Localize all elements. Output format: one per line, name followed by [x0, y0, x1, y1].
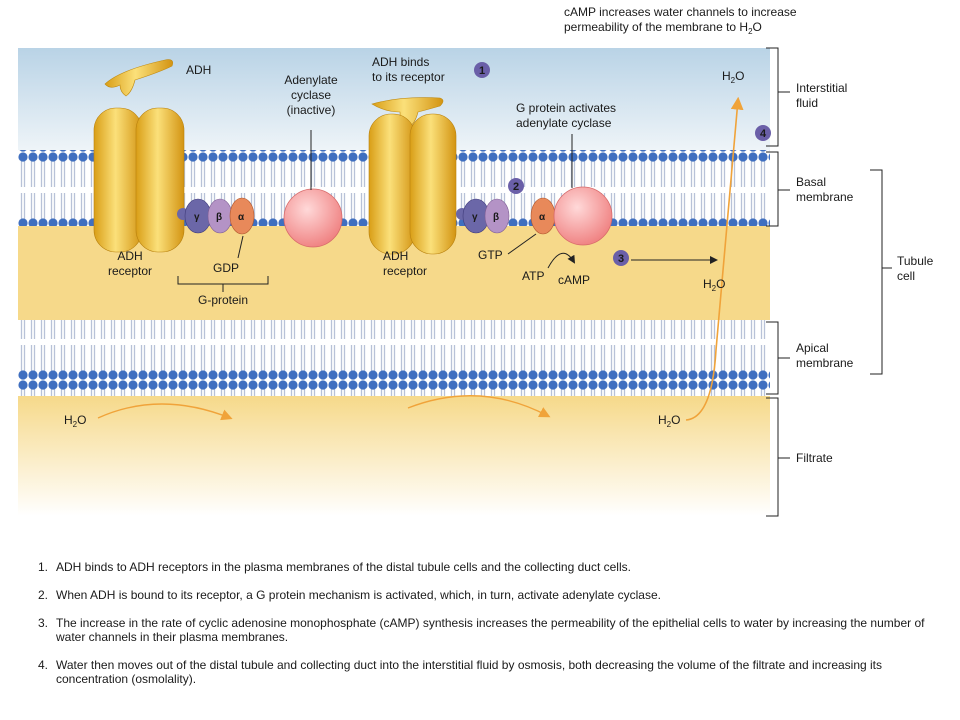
svg-text:cyclase: cyclase: [291, 88, 331, 102]
filtrate-flow-arrow-2: [407, 395, 551, 418]
beta-subunit-label-right: β: [493, 212, 499, 223]
gamma-subunit-label: γ: [194, 212, 200, 223]
svg-text:membrane: membrane: [796, 190, 854, 204]
g-protein-activates-label: G protein activates adenylate cyclase: [516, 101, 616, 130]
svg-text:(inactive): (inactive): [287, 103, 336, 117]
step-number: 4.: [38, 658, 49, 672]
step-marker-1: 1: [474, 62, 490, 78]
filtrate-region: [18, 396, 770, 516]
h2o-filtrate-left: H2O: [64, 413, 86, 429]
svg-text:Basal: Basal: [796, 175, 826, 189]
adenylate-cyclase-inactive-label: Adenylate cyclase (inactive): [284, 73, 338, 117]
beta-subunit-label: β: [216, 212, 222, 223]
svg-text:1: 1: [479, 65, 485, 77]
apical-membrane-label: Apical membrane: [796, 341, 854, 370]
svg-text:Interstitial: Interstitial: [796, 81, 847, 95]
camp-label: cAMP: [558, 273, 590, 287]
step-text: The increase in the rate of cyclic adeno…: [56, 616, 925, 644]
interstitial-fluid-label: Interstitial fluid: [796, 81, 847, 110]
step-text: When ADH is bound to its receptor, a G p…: [56, 588, 661, 602]
svg-text:receptor: receptor: [383, 264, 427, 278]
g-protein-left: γ β α: [177, 197, 255, 235]
adh-receptor-left: [93, 107, 185, 253]
g-protein-bracket: [177, 276, 269, 292]
water-transport-arrow: [685, 96, 744, 421]
gtp-label: GTP: [478, 248, 503, 262]
svg-text:H2O: H2O: [703, 277, 725, 293]
step-marker-3: 3: [613, 250, 629, 266]
adh-receptor-right: [368, 113, 457, 255]
svg-text:ADH: ADH: [117, 249, 142, 263]
step-number: 1.: [38, 560, 49, 574]
svg-text:ADH: ADH: [383, 249, 408, 263]
svg-text:adenylate cyclase: adenylate cyclase: [516, 116, 612, 130]
h2o-filtrate-right: H2O: [658, 413, 680, 429]
svg-text:cell: cell: [897, 269, 915, 283]
svg-text:H2O: H2O: [658, 413, 680, 429]
alpha-subunit-label-right: α: [539, 212, 546, 223]
atp-label: ATP: [522, 269, 544, 283]
svg-text:receptor: receptor: [108, 264, 152, 278]
svg-text:cAMP increases water channels: cAMP increases water channels to increas…: [564, 5, 797, 19]
svg-text:fluid: fluid: [796, 96, 818, 110]
svg-text:to its receptor: to its receptor: [372, 70, 445, 84]
svg-text:H2O: H2O: [64, 413, 86, 429]
step-marker-4: 4: [755, 125, 771, 141]
step-number: 3.: [38, 616, 49, 630]
adh-receptor-label-left: ADH receptor: [108, 249, 152, 278]
adh-molecule-free: [104, 59, 173, 97]
svg-text:Tubule: Tubule: [897, 254, 934, 268]
svg-text:Adenylate: Adenylate: [284, 73, 338, 87]
svg-text:ADH binds: ADH binds: [372, 55, 429, 69]
svg-text:G protein activates: G protein activates: [516, 101, 616, 115]
step-item-4: 4. Water then moves out of the distal tub…: [38, 658, 928, 686]
g-protein-label: G-protein: [198, 293, 248, 307]
svg-text:2: 2: [513, 181, 519, 193]
svg-text:Apical: Apical: [796, 341, 829, 355]
basal-membrane-label: Basal membrane: [796, 175, 854, 204]
svg-text:3: 3: [618, 253, 624, 265]
apical-membrane: [18, 320, 770, 396]
adh-label: ADH: [186, 63, 211, 77]
adh-molecule-bound: [371, 97, 444, 129]
adh-mechanism-diagram: ADH γ β α Adenylate cyclase (inactive) A…: [18, 5, 934, 517]
svg-text:H2O: H2O: [722, 69, 744, 85]
alpha-subunit-label: α: [238, 212, 245, 223]
top-note: cAMP increases water channels to increas…: [564, 5, 797, 36]
adh-receptor-label-right: ADH receptor: [383, 249, 427, 278]
filtrate-label: Filtrate: [796, 451, 833, 465]
h2o-interstitial: H2O: [722, 69, 744, 85]
atp-to-camp-arrow: [547, 252, 576, 269]
step-item-2: 2. When ADH is bound to its receptor, a G…: [38, 588, 928, 602]
region-brackets: [766, 47, 892, 517]
step-item-3: 3. The increase in the rate of cyclic ade…: [38, 616, 928, 644]
h2o-cell: H2O: [703, 277, 725, 293]
step-marker-2: 2: [508, 178, 524, 194]
adenylate-cyclase-active: [553, 186, 613, 246]
step-text: Water then moves out of the distal tubul…: [56, 658, 883, 686]
svg-text:4: 4: [760, 128, 767, 140]
filtrate-flow-arrow-1: [97, 403, 233, 421]
gdp-label: GDP: [213, 261, 239, 275]
step-item-1: 1. ADH binds to ADH receptors in the plas…: [38, 560, 928, 574]
adh-binds-label: ADH binds to its receptor: [372, 55, 445, 84]
steps-list: 1. ADH binds to ADH receptors in the plas…: [38, 560, 928, 700]
step-number: 2.: [38, 588, 49, 602]
svg-text:permeability of the membrane t: permeability of the membrane to H2O: [564, 20, 762, 36]
gamma-subunit-label-right: γ: [472, 212, 478, 223]
g-protein-right: γ β α: [456, 197, 556, 235]
tubule-cell-label: Tubule cell: [897, 254, 934, 283]
step-text: ADH binds to ADH receptors in the plasma…: [56, 560, 631, 574]
svg-text:membrane: membrane: [796, 356, 854, 370]
adenylate-cyclase-inactive: [283, 188, 343, 248]
